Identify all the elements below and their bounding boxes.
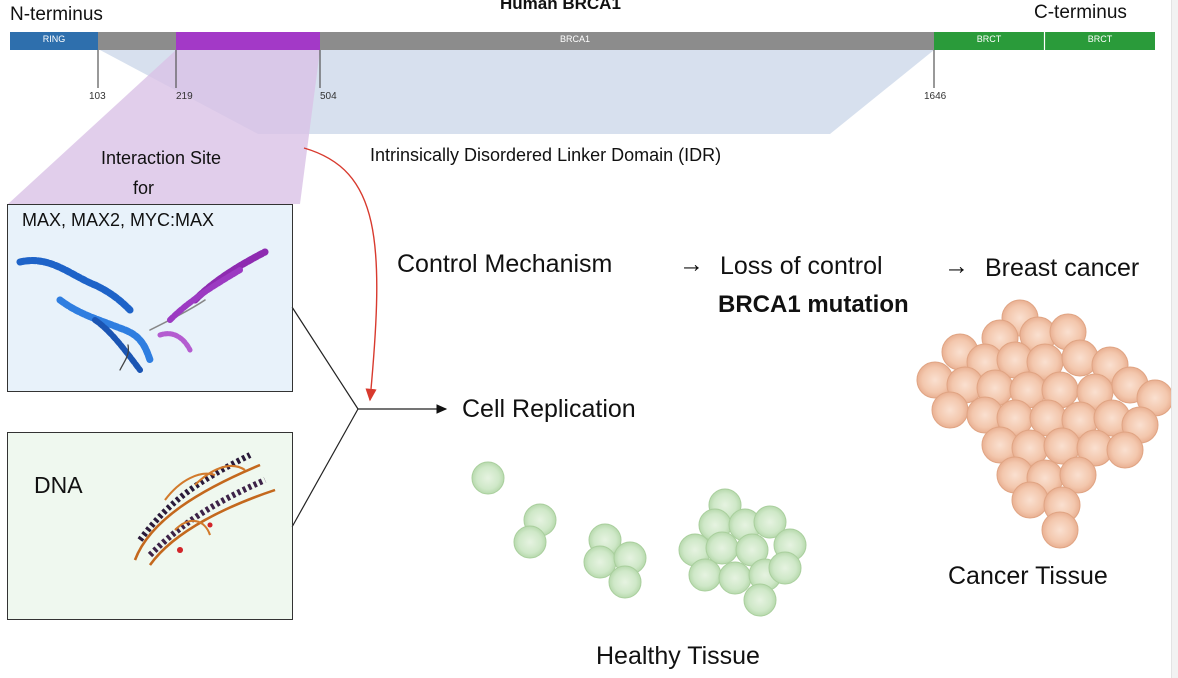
brct-domain-1 [934,32,1044,50]
position-103: 103 [89,91,106,102]
cancer-tissue: Cancer Tissue [948,562,1108,590]
loss-of-control: Loss of control [720,252,883,280]
dna-label: DNA [34,472,83,498]
n-terminus-label: N-terminus [10,4,103,25]
red-arrow [303,147,378,402]
c-terminus-label: C-terminus [1034,2,1127,23]
cancer-cells [916,299,1174,549]
interaction-partners: MAX, MAX2, MYC:MAX [22,210,215,230]
connector-bottom [291,408,359,528]
control-mechanism: Control Mechanism [397,250,613,278]
brca1-mutation: BRCA1 mutation [718,291,909,318]
cell-replication: Cell Replication [462,395,636,423]
idr-label: Intrinsically Disordered Linker Domain (… [370,145,722,165]
ring-domain [10,32,98,50]
position-219: 219 [176,91,193,102]
position-504: 504 [320,91,337,102]
interaction-domain [176,32,320,50]
interaction-for-label: for [133,178,155,198]
breast-cancer: Breast cancer [985,254,1140,282]
ring-label: RING [42,34,66,44]
scrollbar[interactable] [1171,0,1178,678]
arrow-2: → [944,252,969,280]
brct-label-2: BRCT [1087,34,1113,44]
interaction-projection [8,50,320,204]
interaction-site-label: Interaction Site [101,148,222,168]
brct-label-1: BRCT [976,34,1002,44]
brct-domain-2 [1045,32,1155,50]
diagram-title: Human BRCA1 [500,0,621,13]
arrow-1: → [679,250,704,278]
dna-panel [7,432,293,620]
healthy-cells [471,461,807,617]
connector-top [291,306,359,410]
position-1646: 1646 [924,91,947,102]
brca1-label: BRCA1 [560,34,591,44]
healthy-tissue: Healthy Tissue [596,642,760,670]
